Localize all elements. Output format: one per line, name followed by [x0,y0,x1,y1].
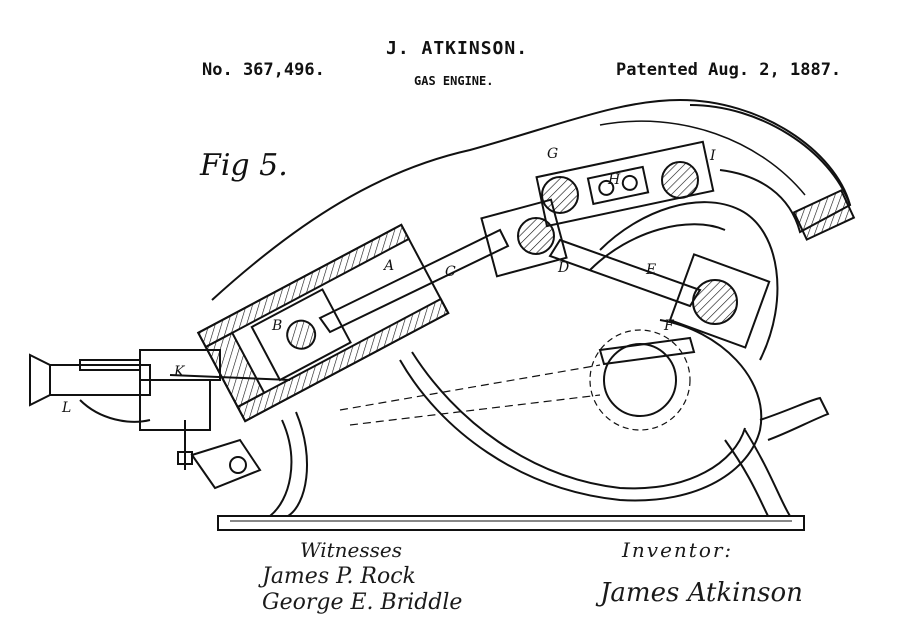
frame-body [399,319,763,502]
inventor-signature: James Atkinson [600,578,803,608]
label-e: E [645,262,656,278]
label-f: F [663,318,675,334]
patent-title: GAS ENGINE. [414,74,494,88]
label-g: G [547,146,558,162]
witnesses-heading: Witnesses [300,538,402,562]
inventor-name: J. ATKINSON. [386,38,529,59]
witness-signature-2: George E. Briddle [262,590,463,615]
label-h: H [607,172,621,188]
exhaust-pipe [689,104,852,234]
label-c: C [445,264,456,280]
casing-outline [211,98,851,301]
label-d: D [557,260,569,276]
label-k: K [173,364,186,380]
inlet-funnel [29,353,51,407]
base-plate [217,515,805,531]
label-b: B [271,318,282,334]
connecting-rod [318,228,510,334]
label-i: I [709,148,716,164]
witness-signature-1: James P. Rock [262,564,416,589]
patent-date: Patented Aug. 2, 1887. [616,60,842,80]
patent-number: No. 367,496. [202,60,325,80]
inventor-heading: Inventor: [622,538,734,562]
figure-label: Fig 5. [200,148,288,183]
label-l: L [61,400,71,416]
label-a: A [382,258,394,274]
